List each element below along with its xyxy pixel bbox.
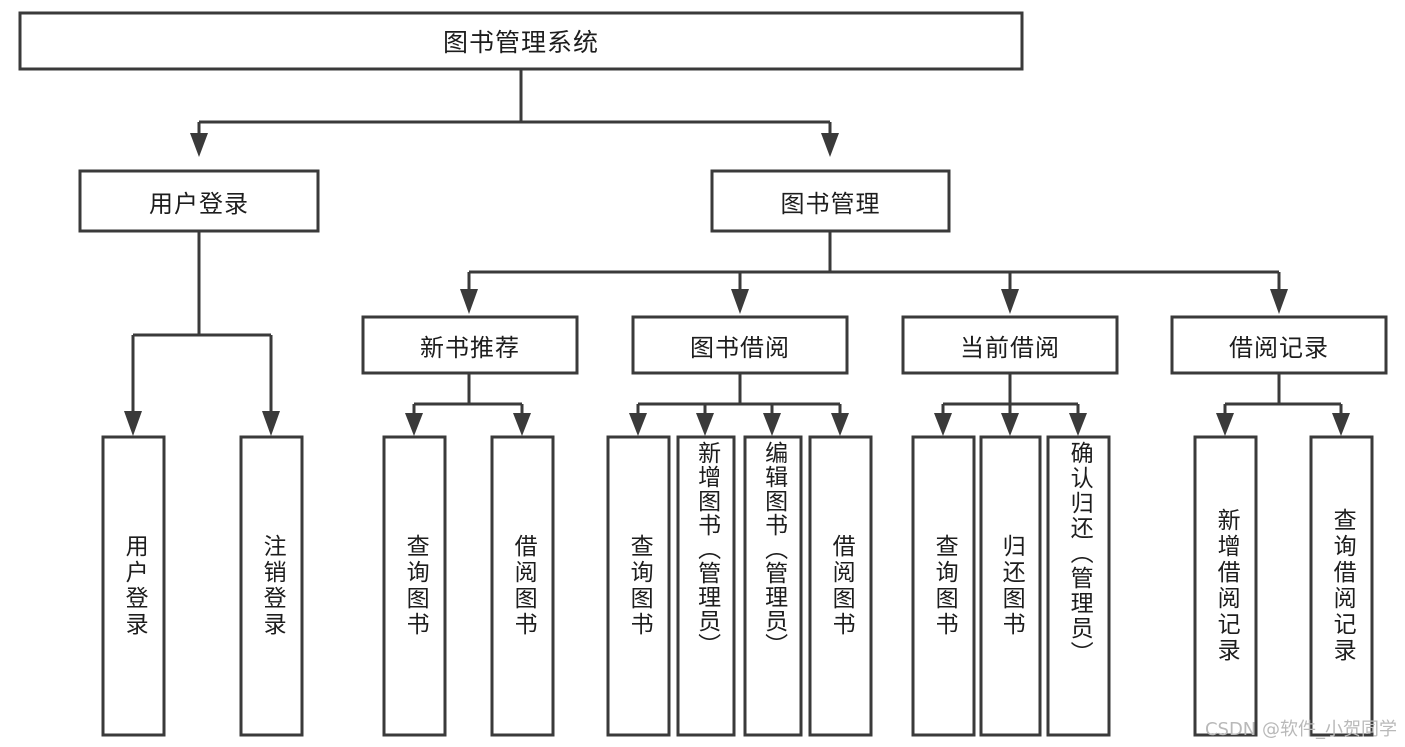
arrow-to-leaf-ul-1 bbox=[262, 411, 280, 436]
arrow-to-leaf-br-1 bbox=[1332, 413, 1350, 436]
arrow-to-current-borrow bbox=[1001, 289, 1019, 314]
arrow-to-leaf-cb-0 bbox=[934, 413, 952, 436]
leaf-user-login-0[interactable] bbox=[101, 435, 166, 737]
leaf-borrow-record-0[interactable] bbox=[1193, 435, 1258, 737]
arrow-to-leaf-nbr-0 bbox=[405, 413, 423, 436]
leaf-book-borrow-2[interactable] bbox=[743, 435, 803, 737]
arrow-to-leaf-ul-0 bbox=[124, 411, 142, 436]
node-user-login[interactable] bbox=[78, 169, 320, 233]
node-current-borrow[interactable] bbox=[901, 315, 1119, 375]
arrow-to-leaf-bb-0 bbox=[629, 413, 647, 436]
leaf-book-borrow-0[interactable] bbox=[606, 435, 671, 737]
leaf-book-borrow-1[interactable] bbox=[676, 435, 736, 737]
arrow-to-leaf-cb-2 bbox=[1069, 413, 1087, 436]
leaf-book-borrow-3[interactable] bbox=[808, 435, 873, 737]
arrow-to-leaf-nbr-1 bbox=[513, 413, 531, 436]
node-root-system[interactable] bbox=[18, 11, 1024, 71]
leaf-new-book-recommend-0[interactable] bbox=[382, 435, 447, 737]
leaf-current-borrow-0[interactable] bbox=[911, 435, 976, 737]
node-new-book-recommend[interactable] bbox=[361, 315, 579, 375]
arrow-to-new-book-recommend bbox=[460, 289, 478, 314]
arrow-to-book-manage bbox=[821, 133, 839, 157]
leaf-current-borrow-1[interactable] bbox=[979, 435, 1042, 737]
leaf-new-book-recommend-1[interactable] bbox=[490, 435, 555, 737]
leaf-borrow-record-1[interactable] bbox=[1309, 435, 1374, 737]
leaf-user-login-1[interactable] bbox=[239, 435, 304, 737]
arrow-to-leaf-cb-1 bbox=[1001, 413, 1019, 436]
leaf-current-borrow-2[interactable] bbox=[1046, 435, 1111, 737]
node-book-borrow[interactable] bbox=[631, 315, 849, 375]
arrow-to-leaf-bb-2 bbox=[763, 413, 781, 436]
arrow-to-leaf-br-0 bbox=[1216, 413, 1234, 436]
arrow-to-leaf-bb-1 bbox=[696, 413, 714, 436]
arrow-to-book-borrow bbox=[731, 289, 749, 314]
node-borrow-record[interactable] bbox=[1170, 315, 1388, 375]
node-book-manage[interactable] bbox=[710, 169, 951, 233]
csdn-watermark: CSDN @软件_小贺同学 bbox=[1204, 719, 1397, 740]
arrow-to-leaf-bb-3 bbox=[831, 413, 849, 436]
arrow-to-user-login bbox=[190, 133, 208, 157]
arrow-to-borrow-record bbox=[1270, 289, 1288, 314]
